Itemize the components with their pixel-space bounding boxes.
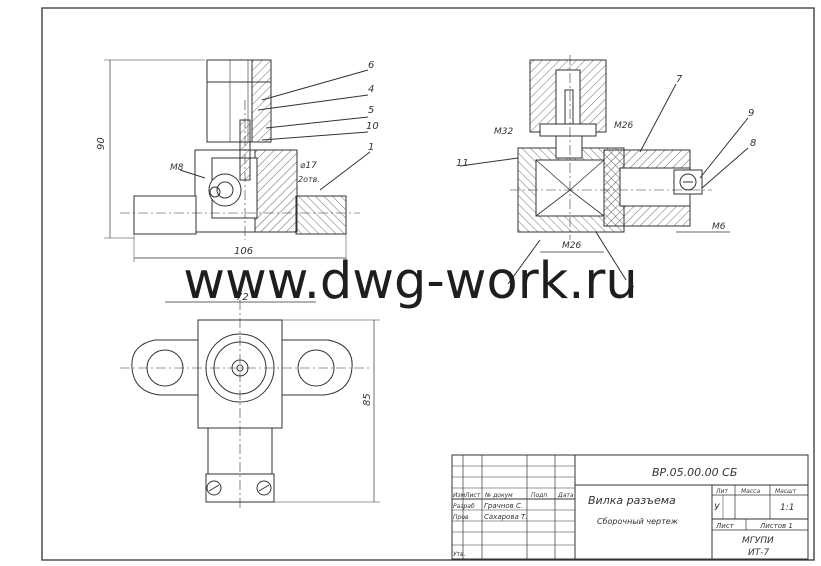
dim-thread-m26-bottom: M26 <box>562 241 581 251</box>
tb-lit-header: Лит <box>715 488 728 495</box>
dim-holes-note: 2отв. <box>298 175 320 184</box>
dim-height-85: 85 <box>362 393 373 406</box>
front-view <box>104 59 371 262</box>
tb-group: ИТ-7 <box>748 548 769 558</box>
tb-header-list: Лист <box>464 492 481 499</box>
tb-header-sign: Подп <box>531 492 547 499</box>
tb-sheet-label: Лист <box>715 522 735 530</box>
tb-product-name: Вилка разъема <box>588 494 676 507</box>
tb-header-docno: № докум <box>484 492 513 499</box>
dim-thread-m6: M6 <box>712 222 726 232</box>
dim-bore-17: ⌀17 <box>300 161 317 171</box>
title-block <box>451 454 809 560</box>
tb-designation: ВР.05.00.00 СБ <box>652 466 737 479</box>
dim-thread-m32: M32 <box>494 127 513 137</box>
section-view <box>459 55 749 285</box>
dim-width-72: 72 <box>236 292 249 303</box>
tb-role-checker: Пров <box>453 514 469 521</box>
tb-header-izm: Изм <box>453 492 466 499</box>
drawing-frame <box>41 7 815 561</box>
callout-10: 10 <box>366 121 379 132</box>
tb-scale-header: Масшт <box>775 488 797 495</box>
tb-sheets-label: Листов 1 <box>759 522 793 530</box>
tb-name-developer: Грачнов С. <box>484 502 523 510</box>
callout-8: 8 <box>750 138 756 149</box>
tb-org: МГУПИ <box>742 536 774 546</box>
tb-doc-type: Сборочный чертеж <box>597 517 679 526</box>
tb-mass-header: Масса <box>741 488 760 495</box>
callout-4: 4 <box>368 84 374 95</box>
callout-9: 9 <box>748 108 754 119</box>
watermark-url: www.dwg-work.ru <box>183 252 638 311</box>
dim-width-106: 106 <box>234 246 253 257</box>
callout-11: 11 <box>456 158 469 169</box>
tb-header-date: Дата <box>557 492 574 499</box>
callout-3: 3 <box>628 284 634 295</box>
callout-5: 5 <box>368 105 374 116</box>
dim-thread-m8: M8 <box>170 163 184 173</box>
callout-1: 1 <box>368 142 374 153</box>
dim-thread-m26-side: M26 <box>614 121 633 131</box>
tb-lit-value: У <box>714 503 720 513</box>
tb-name-checker: Сахарова Т. <box>484 513 527 521</box>
tb-scale-value: 1:1 <box>780 503 794 513</box>
callout-7: 7 <box>676 74 683 85</box>
tb-role-developer: Разраб <box>453 503 475 510</box>
dim-height-90: 90 <box>96 137 107 150</box>
callout-6: 6 <box>368 60 374 71</box>
tb-role-approve: Утв. <box>453 551 466 558</box>
plan-view <box>120 300 380 510</box>
